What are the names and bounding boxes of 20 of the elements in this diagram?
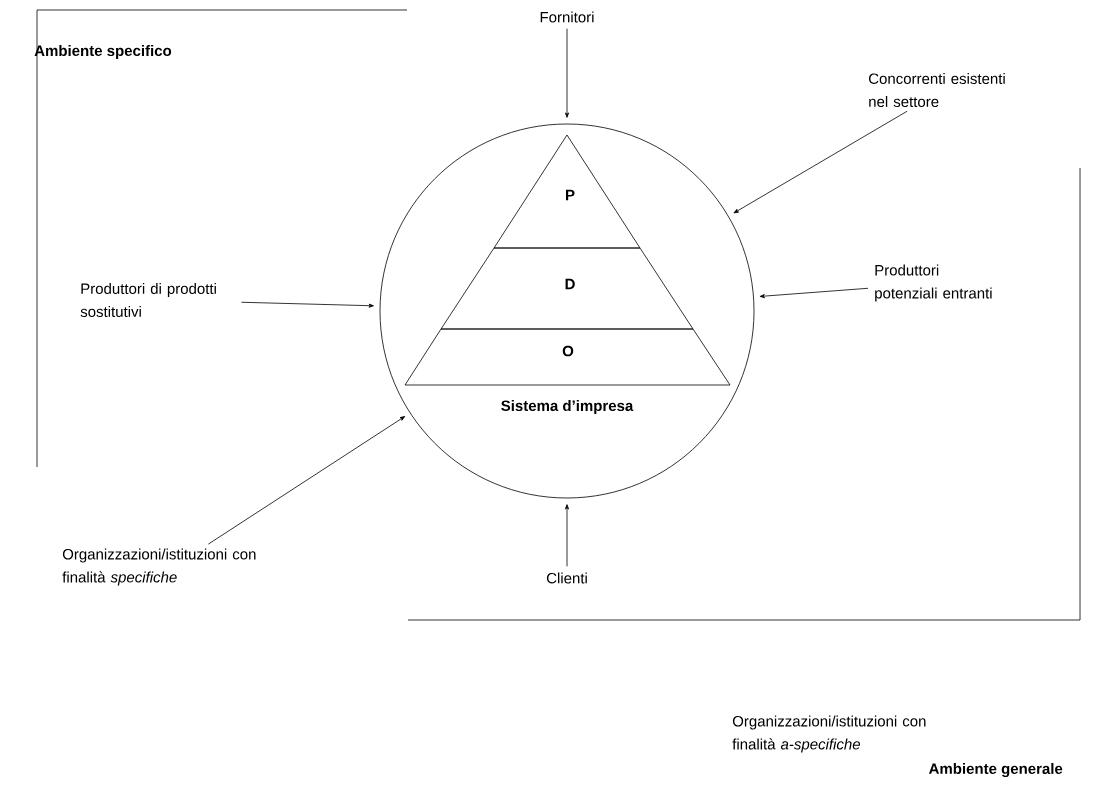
arrow [733,110,908,214]
heading: Ambiente generale [929,763,1063,778]
system-circle [379,123,755,499]
arrow [241,301,374,308]
actor-label: Concorrenti esistenti nel settore [869,73,1005,107]
actor-label: Fornitori [540,11,594,23]
actor-label: Produttori di prodotti sostitutivi [80,283,216,317]
pyramid-level: D [440,247,694,330]
heading: Ambiente specifico [34,45,172,59]
arrow [759,287,869,299]
actor-label: Produttori potenziali entranti [875,264,992,302]
pyramid-level: O [404,328,731,386]
arrow [207,416,406,545]
caption-text: Organizzazioni/istituzioni con finalità a-specifiche [732,715,926,753]
actor-label: Clienti [546,572,587,584]
arrow [565,28,569,118]
arrow [565,504,569,567]
pyramid-level: P [493,134,641,249]
actor-label: Organizzazioni/istituzioni con finalità specifiche [62,548,256,586]
caption-text: Sistema d’impresa [501,400,634,414]
